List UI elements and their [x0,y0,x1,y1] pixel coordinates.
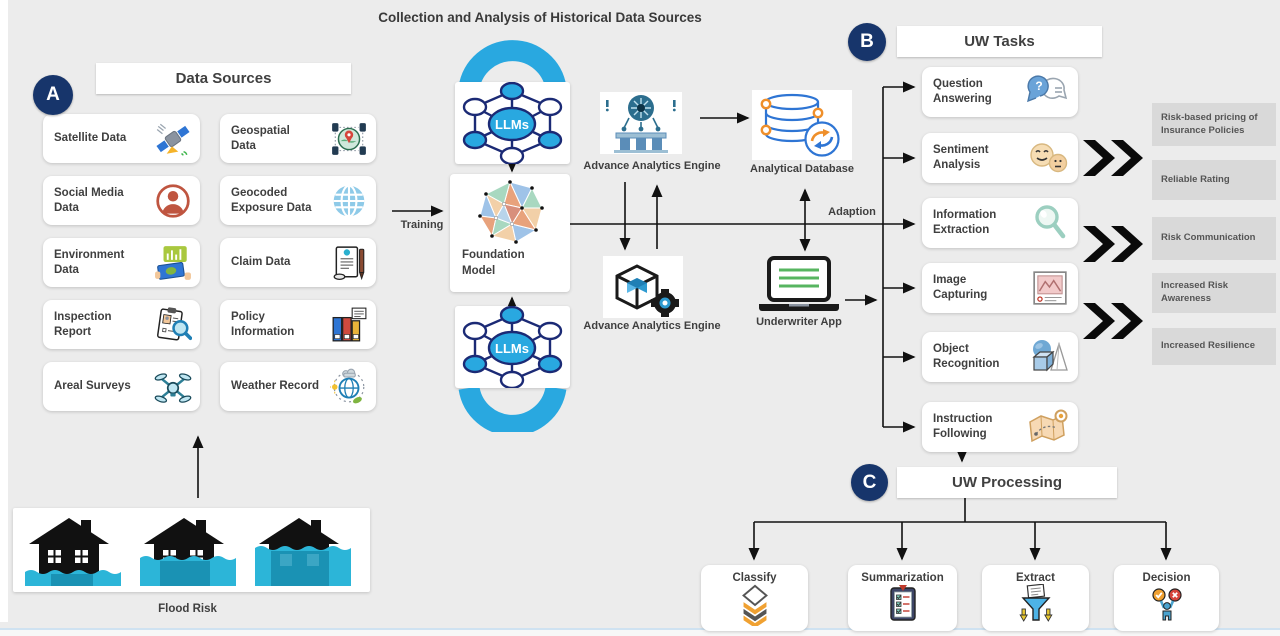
funnel-icon [1016,583,1056,631]
outcome-risk-communication: Risk Communication [1152,217,1276,260]
inspection-magnifier-icon [154,306,192,344]
data-source-social-media: Social Media Data [43,176,200,225]
analytics-engine-bottom-icon [603,256,683,318]
question-glyph: ? [1035,79,1042,93]
underwriter-app-icon [755,256,843,314]
task-information-extraction: Information Extraction [922,198,1078,248]
chevrons-icon [1083,303,1147,344]
analytics-engine-bottom-label: Advance Analytics Engine [583,320,721,332]
chevrons-icon [1083,140,1147,181]
bottom-edge-strip [0,628,1280,636]
data-source-weather: Weather Record [220,362,376,411]
environment-chart-icon [154,244,192,282]
data-source-geocoded-exposure: Geocoded Exposure Data [220,176,376,225]
satellite-icon [154,120,192,158]
diagram-title: Collection and Analysis of Historical Da… [378,10,702,25]
data-source-satellite: Satellite Data [43,114,200,163]
data-source-environment: Environment Data [43,238,200,287]
task-instruction-following: Instruction Following [922,402,1078,452]
section-c-badge: C [851,464,888,501]
map-route-icon [1026,408,1070,446]
magnifier-icon [1030,203,1070,243]
checklist-icon [887,584,919,629]
task-sentiment-analysis: Sentiment Analysis [922,133,1078,183]
outcome-increased-resilience: Increased Resilience [1152,328,1276,365]
data-sources-header: Data Sources [96,63,351,94]
training-label: Training [400,219,444,231]
llm-top-label: LLMs [495,117,529,132]
task-question-answering: Question Answering ? [922,67,1078,117]
task-object-recognition: Object Recognition [922,332,1078,382]
outcome-risk-based-pricing: Risk-based pricing of Insurance Policies [1152,103,1276,146]
llm-bottom-label: LLMs [495,341,529,356]
data-source-claim: Claim Data [220,238,376,287]
shapes-3d-icon [1026,338,1070,376]
process-classify: Classify [701,565,808,631]
globe-icon [330,182,368,220]
analytics-engine-top-label: Advance Analytics Engine [583,160,721,172]
task-image-capturing: Image Capturing [922,263,1078,313]
social-media-icon [154,182,192,220]
layers-diamond-icon [740,584,770,631]
chevrons-icon [1083,226,1147,267]
adaption-label: Adaption [828,206,876,218]
process-decision: Decision [1114,565,1219,631]
flood-risk-illustration [13,508,370,592]
data-source-policy: Policy Information [220,300,376,349]
data-source-geospatial: Geospatial Data [220,114,376,163]
emoji-faces-icon [1026,140,1070,176]
analytical-database-label: Analytical Database [750,163,854,175]
process-summarization: Summarization [848,565,957,631]
section-a-badge: A [33,75,73,115]
underwriter-app-label: Underwriter App [756,316,842,328]
outcome-reliable-rating: Reliable Rating [1152,160,1276,200]
uw-processing-header: UW Processing [897,467,1117,498]
uw-tasks-header: UW Tasks [897,26,1102,57]
mesh-icon [450,174,570,246]
outcome-increased-risk-awareness: Increased Risk Awareness [1152,273,1276,313]
claim-document-icon [330,244,368,282]
llm-top-network: LLMs [455,81,570,166]
policy-binders-icon [330,306,368,344]
data-source-areal-surveys: Areal Surveys [43,362,200,411]
data-source-inspection: Inspection Report [43,300,200,349]
llm-bottom-arc [455,385,570,436]
llm-bottom-network: LLMs [455,305,570,390]
process-extract: Extract [982,565,1089,631]
geospatial-icon [330,120,368,158]
analytics-engine-top-icon [600,92,682,154]
foundation-model-card: Foundation Model [450,174,570,292]
question-bubbles-icon: ? [1026,74,1070,110]
decision-signs-icon [1149,584,1185,629]
picture-frame-icon [1030,269,1070,307]
foundation-model-label: Foundation Model [462,249,525,277]
drone-icon [154,368,192,406]
flood-risk-label: Flood Risk [158,603,217,615]
analytical-database-icon [752,90,852,160]
llm-top-arc [455,40,570,91]
left-edge-strip [0,0,8,622]
weather-globe-icon [330,368,368,406]
section-b-badge: B [848,23,886,61]
